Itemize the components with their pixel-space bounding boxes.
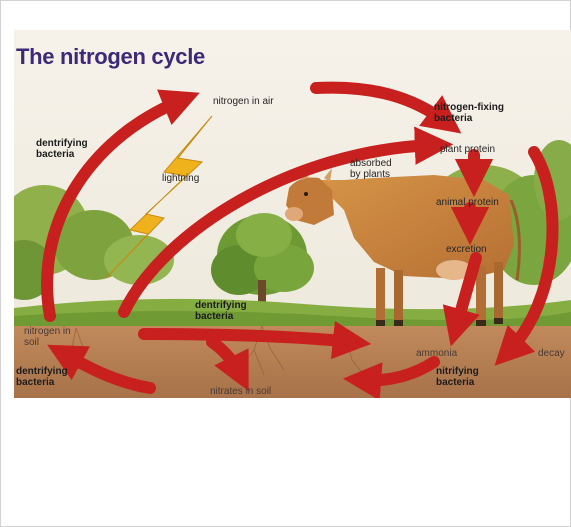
label-nitrates-in-soil: nitrates in soil [210,386,271,397]
diagram-title: The nitrogen cycle [16,44,205,70]
diagram-illustration [14,30,571,398]
label-nitrogen-in-soil: nitrogen in soil [24,326,80,348]
label-dentrifying-bacteria-bottom: dentrifying bacteria [16,366,76,388]
label-animal-protein: animal protein [436,197,499,208]
label-lightning: lightning [162,173,199,184]
label-dentrifying-bacteria-mid: dentrifying bacteria [195,300,259,322]
label-dentrifying-bacteria-top: dentrifying bacteria [36,138,104,160]
label-nitrogen-fixing-bacteria: nitrogen-fixing bacteria [434,102,524,124]
label-nitrogen-in-air: nitrogen in air [213,96,274,107]
label-ammonia: ammonia [416,348,457,359]
label-excretion: excretion [446,244,487,255]
nitrogen-cycle-diagram: The nitrogen cycle nitrogen in air nitro… [14,30,571,398]
label-decay: decay [538,348,565,359]
label-nitrifying-bacteria: nitrifying bacteria [436,366,502,388]
label-plant-protein: plant protein [440,144,495,155]
label-absorbed-by-plants: absorbed by plants [350,158,404,180]
